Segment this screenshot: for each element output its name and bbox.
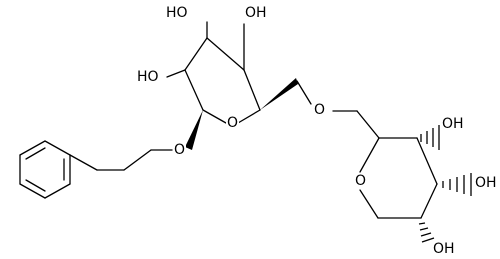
hydroxyl-label: HO xyxy=(136,69,160,85)
hydroxyl-label: OH xyxy=(474,175,498,191)
bond xyxy=(69,154,98,171)
hydroxyl-label: HO xyxy=(165,5,189,21)
bond xyxy=(296,80,312,105)
double-bond xyxy=(25,179,46,192)
hydroxyl-label: OH xyxy=(432,241,456,257)
bond xyxy=(184,37,208,71)
hash-bond xyxy=(418,222,435,243)
bond xyxy=(420,183,438,219)
wedge-bond xyxy=(260,78,298,110)
bond xyxy=(356,110,380,139)
double-bond xyxy=(25,147,46,160)
bond xyxy=(416,137,438,185)
ring-oxygen-label: O xyxy=(226,115,240,131)
bond xyxy=(202,109,227,124)
bond xyxy=(243,69,261,111)
glycosidic-oxygen-label: O xyxy=(173,142,187,158)
ring-oxygen-label: O xyxy=(354,173,368,189)
pyranose-ring-1 xyxy=(166,21,298,150)
pyranose-ring-2 xyxy=(359,125,472,243)
phenyl-ring xyxy=(19,140,71,199)
bond xyxy=(359,137,380,173)
bond xyxy=(19,183,46,199)
hydroxyl-label: OH xyxy=(244,5,268,21)
bond xyxy=(184,69,204,111)
bond xyxy=(206,37,245,71)
bond xyxy=(123,149,152,171)
bond xyxy=(237,109,261,124)
bond xyxy=(44,183,71,199)
hydroxyl-label: OH xyxy=(441,116,465,132)
ether-oxygen-label: O xyxy=(313,102,327,118)
bond xyxy=(166,69,186,78)
bond xyxy=(359,189,379,219)
wedge-bond xyxy=(185,110,203,150)
ethyl-linker xyxy=(69,149,173,171)
hash-bond xyxy=(442,173,472,196)
hash-bond xyxy=(420,125,440,150)
ether-linker xyxy=(296,80,380,139)
bond xyxy=(19,140,46,156)
bond xyxy=(44,140,71,156)
